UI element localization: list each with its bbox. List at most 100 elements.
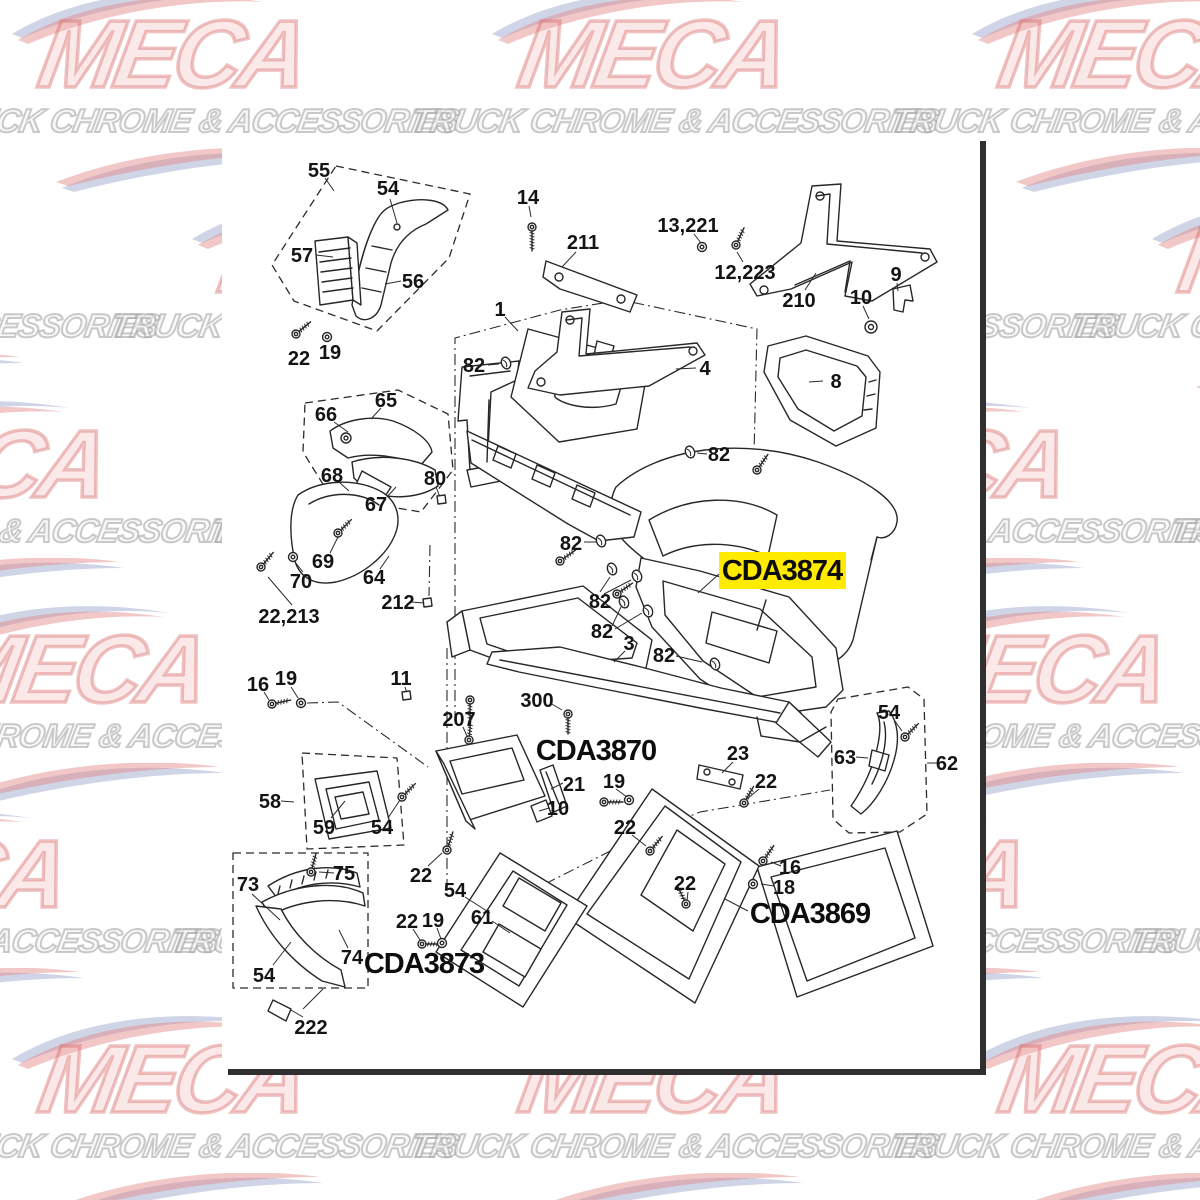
part-detail [277, 867, 341, 895]
section-line [306, 701, 429, 768]
fastener-shape [449, 833, 455, 838]
callout-69: 69 [312, 551, 334, 573]
fastener-shape [620, 587, 624, 593]
fastener-shape [902, 734, 908, 740]
fastener-shape [599, 797, 609, 807]
fastener-shape [529, 232, 535, 235]
fastener-shape [335, 530, 341, 536]
part-hole [393, 223, 401, 231]
part-hole [759, 285, 769, 295]
screw-icon [752, 453, 769, 475]
part-56-pillar [351, 199, 449, 321]
swoosh-icon [555, 1173, 804, 1200]
fastener-shape [258, 564, 264, 570]
callout-22: 22 [410, 865, 432, 887]
part-hole [920, 252, 930, 262]
fastener-shape [311, 861, 316, 865]
fastener-shape [269, 552, 273, 558]
washer-icon [321, 331, 333, 343]
callout-82: 82 [589, 591, 611, 613]
fastener-shape [447, 839, 453, 844]
fastener-shape [267, 555, 271, 561]
callout-54: 54 [371, 817, 394, 839]
part-61-window [502, 877, 562, 932]
screw-icon [306, 852, 318, 877]
fastener-shape [679, 894, 685, 897]
callout-64: 64 [363, 567, 386, 589]
callout-18: 18 [773, 877, 795, 899]
fastener-shape [615, 799, 618, 805]
fastener-shape [654, 841, 658, 847]
fastener-shape [280, 699, 282, 705]
fastener-shape [678, 892, 684, 894]
fastener-shape [465, 695, 475, 705]
fastener-shape [680, 897, 686, 900]
part-23-bracket [696, 764, 744, 790]
callout-14: 14 [517, 187, 540, 209]
fastener-shape [626, 797, 632, 803]
watermark-tagline-text: TRUCK CHROME & ACCESSORIES [0, 101, 463, 140]
fastener-shape [299, 327, 303, 333]
fastener-shape [907, 730, 912, 736]
part-number-cda3874: CDA3874 [722, 555, 843, 587]
clip-icon [422, 597, 433, 608]
screw-icon [527, 222, 537, 252]
fastener-shape [467, 723, 473, 727]
callout-22: 22 [674, 873, 696, 895]
fastener-shape [609, 799, 612, 805]
part-57-side [347, 236, 362, 306]
fastener-shape [565, 731, 571, 734]
fastener-shape [293, 331, 299, 337]
fastener-shape [401, 690, 412, 701]
part-222-plug [267, 999, 292, 1022]
fastener-shape [644, 607, 650, 616]
callout-68: 68 [321, 465, 343, 487]
fastener-shape [467, 697, 473, 703]
fastener-shape [601, 799, 607, 805]
fastener-shape [568, 551, 572, 557]
washer-icon [287, 551, 299, 563]
fastener-shape [467, 717, 473, 720]
fastener-shape [527, 222, 537, 232]
fastener-shape [427, 941, 430, 947]
fastener-shape [909, 727, 914, 733]
part-tray-flap [446, 610, 471, 658]
part-73-lower [255, 905, 346, 988]
part-cda3869-door [640, 829, 726, 932]
callout-19: 19 [319, 342, 341, 364]
fastener-shape [436, 494, 447, 505]
part-tray-inner [479, 597, 638, 665]
fastener-shape [439, 940, 445, 946]
watermark-tagline-text: TRUCK CHROME & ACCESSORIES [1168, 511, 1200, 550]
retainer-clip-icon [684, 445, 696, 459]
callout-82: 82 [591, 621, 613, 643]
fastener-shape [529, 238, 535, 241]
fastener-shape [467, 711, 473, 714]
fastener-shape [312, 855, 318, 860]
fastener-shape [676, 889, 683, 892]
part-hole [728, 778, 736, 786]
dashed-region-65 [302, 389, 454, 513]
fastener-shape [738, 231, 744, 236]
swoosh-icon [12, 0, 264, 44]
callout-19: 19 [603, 771, 625, 793]
callout-62: 62 [936, 753, 958, 775]
part-dash-rail [466, 430, 642, 542]
part-21-strip [539, 764, 568, 813]
fastener-shape [529, 241, 535, 244]
part-number-cda3873: CDA3873 [364, 948, 485, 980]
fastener-shape [411, 783, 415, 789]
fastener-shape [298, 700, 304, 706]
fastener-shape [342, 523, 347, 529]
fastener-shape [529, 244, 535, 247]
watermark-brand-text: MECA [0, 409, 115, 520]
part-211-bracket [542, 260, 638, 313]
